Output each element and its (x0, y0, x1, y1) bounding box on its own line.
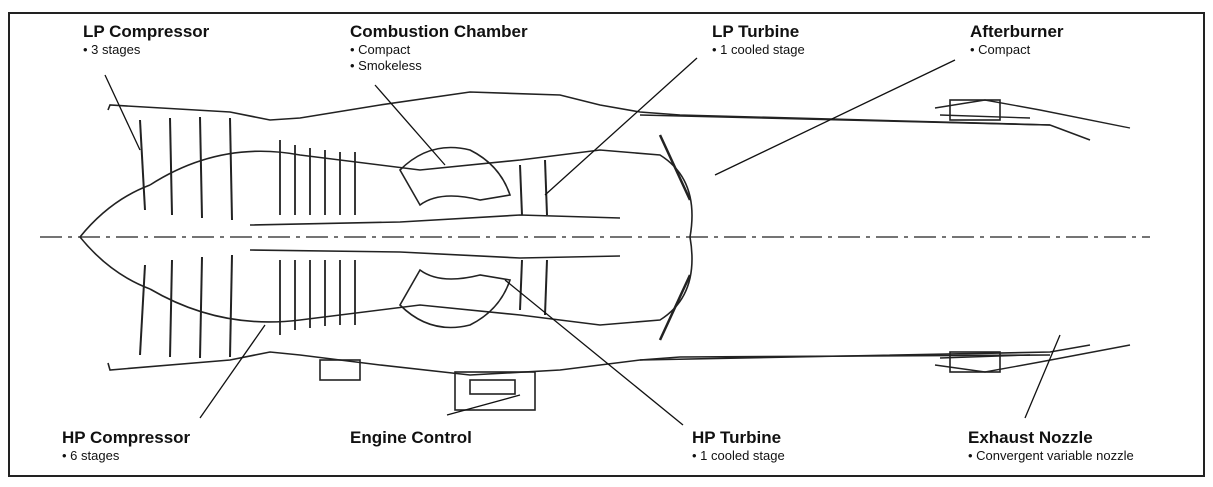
outer-casing-upper (107, 91, 1051, 126)
callout-engine-control: Engine Control (350, 428, 472, 448)
callout-combustion-chamber: Combustion Chamber Compact Smokeless (350, 22, 528, 74)
callout-title: LP Turbine (712, 22, 800, 41)
leader-hp-turbine (504, 279, 684, 426)
core-lower (249, 249, 621, 259)
callout-title: Engine Control (350, 428, 472, 447)
engine-control-unit (454, 371, 536, 411)
nozzle-actuator-lower-body (949, 351, 1001, 373)
leader-afterburner (714, 59, 956, 176)
afterburner-duct-upper (639, 114, 1091, 141)
hp-compressor-blades (279, 140, 356, 335)
callout-title: HP Compressor (62, 428, 191, 447)
callout-note: Convergent variable nozzle (968, 448, 1134, 464)
leader-lp-compressor (104, 74, 141, 151)
callout-hp-compressor: HP Compressor 6 stages (62, 428, 190, 464)
nozzle-actuator-upper-body (949, 99, 1001, 121)
nozzle-actuator-lower (934, 344, 1131, 373)
callout-afterburner: Afterburner Compact (970, 22, 1064, 58)
lp-compressor-blades (139, 116, 233, 359)
callout-exhaust-nozzle: Exhaust Nozzle Convergent variable nozzl… (968, 428, 1134, 464)
callout-title: LP Compressor (83, 22, 210, 41)
diagram-frame (8, 12, 1205, 477)
nozzle-actuator-upper (934, 99, 1131, 129)
core-upper (249, 214, 621, 226)
afterburner-duct-lower (639, 344, 1091, 361)
callout-note: 1 cooled stage (692, 448, 785, 464)
callout-lp-compressor: LP Compressor 3 stages (83, 22, 209, 58)
callout-hp-turbine: HP Turbine 1 cooled stage (692, 428, 785, 464)
leader-lp-turbine (544, 57, 698, 196)
spinner-nose-cone (79, 184, 151, 290)
callout-note: Compact (970, 42, 1064, 58)
callout-note: 3 stages (83, 42, 209, 58)
combustion-chamber-lower (399, 268, 512, 329)
combustion-chamber-upper (399, 146, 512, 207)
accessory-gearbox (319, 359, 361, 381)
bypass-inner-upper (149, 149, 693, 238)
callout-title: HP Turbine (692, 428, 782, 447)
callout-note: Smokeless (350, 58, 528, 74)
callout-title: Exhaust Nozzle (968, 428, 1093, 447)
turbine-blades (519, 159, 548, 316)
leader-combustion-chamber (374, 84, 446, 166)
leader-engine-control (446, 394, 521, 416)
callout-note: 6 stages (62, 448, 190, 464)
flameholder (658, 134, 692, 341)
callout-note: 1 cooled stage (712, 42, 805, 58)
callout-note: Compact (350, 42, 528, 58)
leader-lines (104, 57, 1061, 426)
callout-title: Afterburner (970, 22, 1064, 41)
leader-hp-compressor (199, 324, 266, 419)
leader-exhaust-nozzle (1024, 334, 1061, 419)
callout-lp-turbine: LP Turbine 1 cooled stage (712, 22, 805, 58)
callout-title: Combustion Chamber (350, 22, 528, 41)
